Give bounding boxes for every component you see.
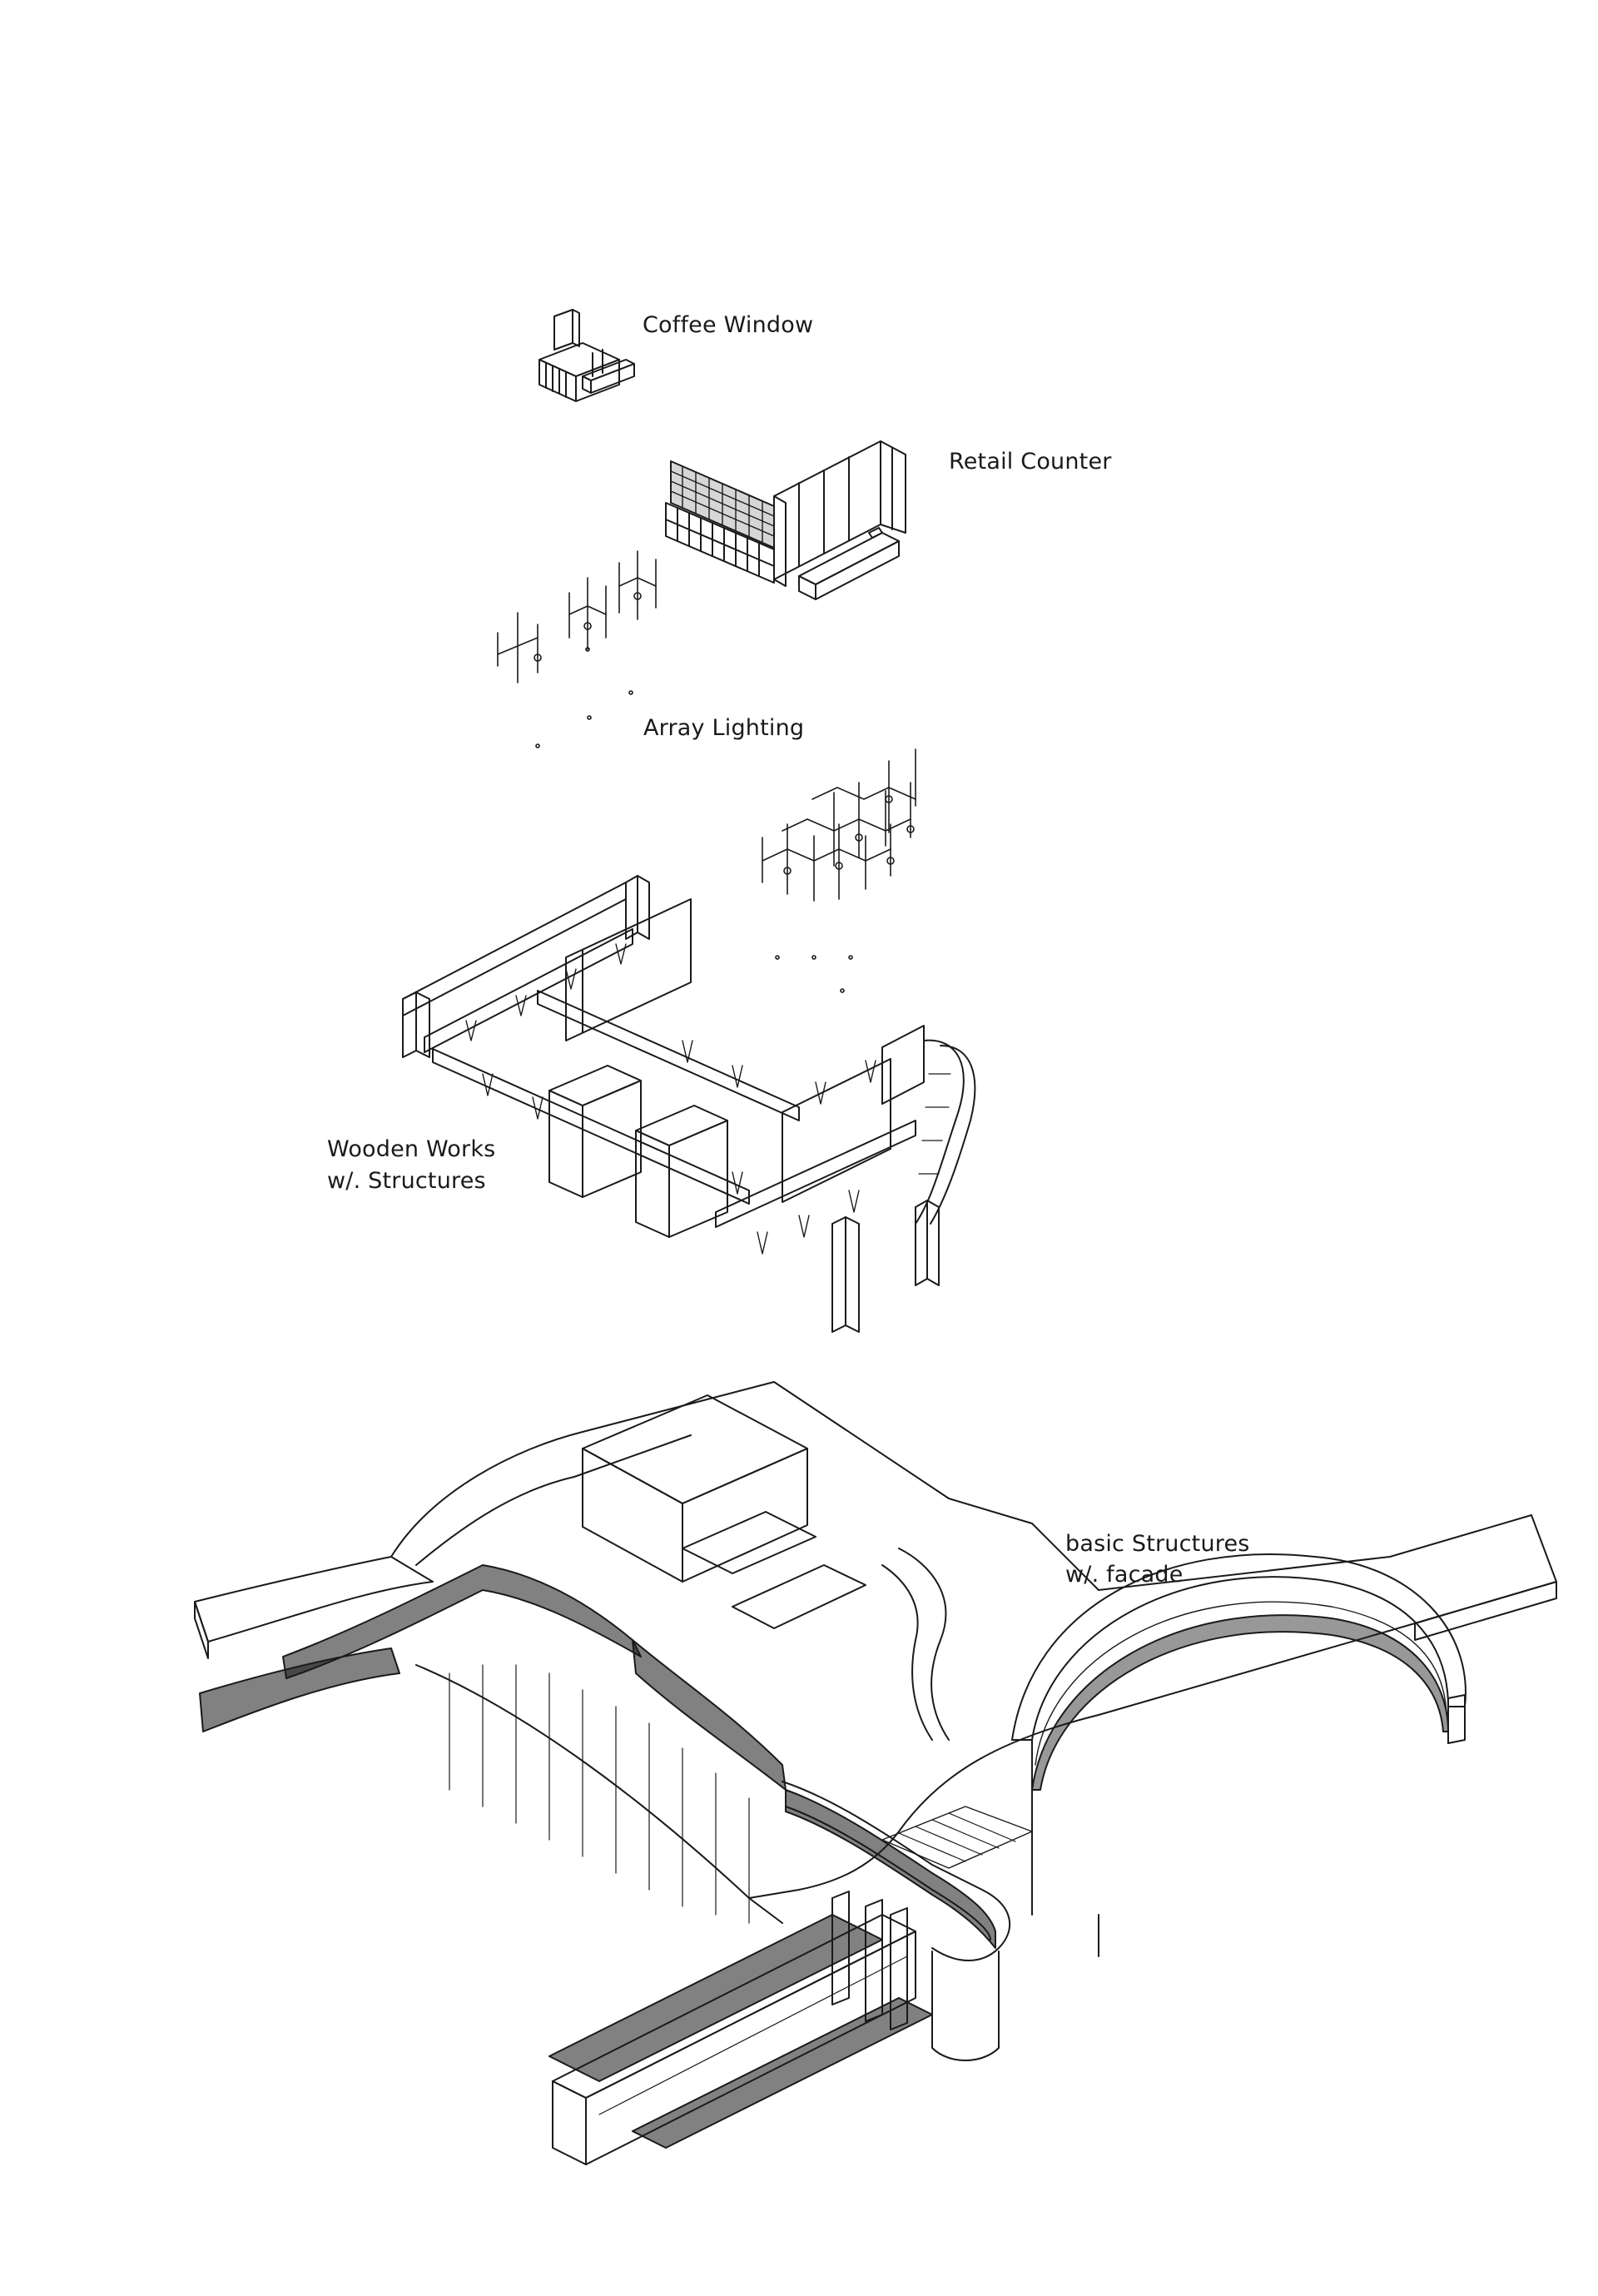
layer-label-wooden-works-line-2: w/. Structures — [327, 1168, 486, 1194]
layer-label-basic-structures-line-2: w/. facade — [1065, 1562, 1184, 1588]
layer-label-wooden-works-line-1: Wooden Works — [327, 1136, 496, 1162]
array-lighting-drawing-lower — [762, 748, 916, 993]
layer-label-basic-structures-line-1: basic Structures — [1065, 1531, 1250, 1557]
layer-label-retail-counter: Retail Counter — [949, 449, 1112, 475]
basic-structures-drawing — [194, 1381, 1557, 2165]
layer-label-array-lighting: Array Lighting — [643, 715, 805, 741]
array-lighting-drawing-upper — [497, 550, 657, 748]
wooden-works-drawing — [402, 875, 976, 1333]
layer-label-coffee-window: Coffee Window — [643, 312, 814, 338]
retail-counter-drawing — [665, 440, 906, 600]
coffee-window-drawing — [538, 309, 635, 402]
